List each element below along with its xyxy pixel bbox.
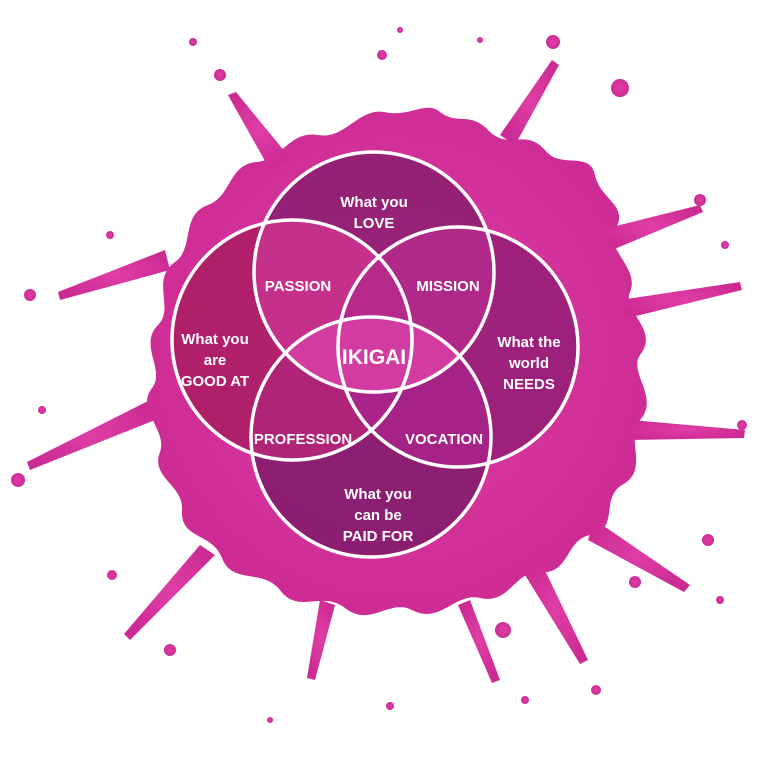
- good-at-label-line1: What you: [181, 331, 249, 348]
- paid-for-label-line3: PAID FOR: [343, 528, 414, 545]
- splash-drop: [591, 685, 601, 695]
- splash-drop: [38, 406, 46, 414]
- splash-drop: [164, 644, 176, 656]
- splash-drop: [267, 717, 273, 723]
- splash-tendril: [458, 600, 500, 683]
- labels: What you LOVE What you are GOOD AT What …: [181, 194, 561, 545]
- splash-tendril: [124, 545, 215, 640]
- love-label-line2: LOVE: [354, 215, 395, 232]
- needs-label-line1: What the: [497, 334, 560, 351]
- circle-love-outline: [252, 150, 496, 394]
- splash-drop: [611, 79, 629, 97]
- overlap-passion-fill: [254, 220, 412, 392]
- splash-tendril: [307, 600, 335, 680]
- splash-drop: [11, 473, 25, 487]
- splash-tendril: [588, 520, 690, 592]
- splash-drop: [495, 622, 511, 638]
- splash-drop: [721, 241, 729, 249]
- splash-drop: [377, 50, 387, 60]
- splash-drop: [737, 420, 747, 430]
- splash-drop: [477, 37, 483, 43]
- splash-drop: [189, 38, 197, 46]
- circle-needs-outline: [336, 225, 580, 469]
- ikigai-center-label: IKIGAI: [342, 346, 406, 369]
- splash-drop: [716, 596, 724, 604]
- passion-label: PASSION: [265, 278, 331, 295]
- splash-tendril: [58, 250, 170, 300]
- good-at-label-line2: are: [204, 352, 227, 369]
- overlap-center-fill: [254, 317, 491, 392]
- vocation-label: VOCATION: [405, 431, 483, 448]
- splash-tendril: [628, 420, 745, 440]
- splash-drop: [386, 702, 394, 710]
- circle-good-at-outline: [170, 218, 414, 462]
- splash-drop: [397, 27, 403, 33]
- profession-label: PROFESSION: [254, 431, 352, 448]
- splash-drop: [694, 194, 706, 206]
- splash-drop: [214, 69, 226, 81]
- splash-drop: [521, 696, 529, 704]
- circle-paid-for-outline: [249, 315, 493, 559]
- splash-drop: [106, 231, 114, 239]
- good-at-label-line3: GOOD AT: [181, 373, 249, 390]
- paid-for-label-line2: can be: [354, 507, 402, 524]
- needs-label-line3: NEEDS: [503, 376, 555, 393]
- splash-tendril: [525, 560, 588, 664]
- needs-label-line2: world: [508, 355, 549, 372]
- splash-drop: [24, 289, 36, 301]
- splash-drop: [629, 576, 641, 588]
- splash-drop: [107, 570, 117, 580]
- splash-drop: [702, 534, 714, 546]
- splash-drop: [546, 35, 560, 49]
- splash-tendril: [600, 205, 703, 250]
- splash-tendril: [27, 400, 155, 470]
- splash-tendril: [620, 282, 742, 318]
- splash-tendril: [228, 92, 290, 170]
- love-label-line1: What you: [340, 194, 408, 211]
- paid-for-label-line1: What you: [344, 486, 412, 503]
- splash-tendril: [500, 60, 559, 145]
- circle-outlines: [170, 150, 580, 559]
- mission-label: MISSION: [416, 278, 479, 295]
